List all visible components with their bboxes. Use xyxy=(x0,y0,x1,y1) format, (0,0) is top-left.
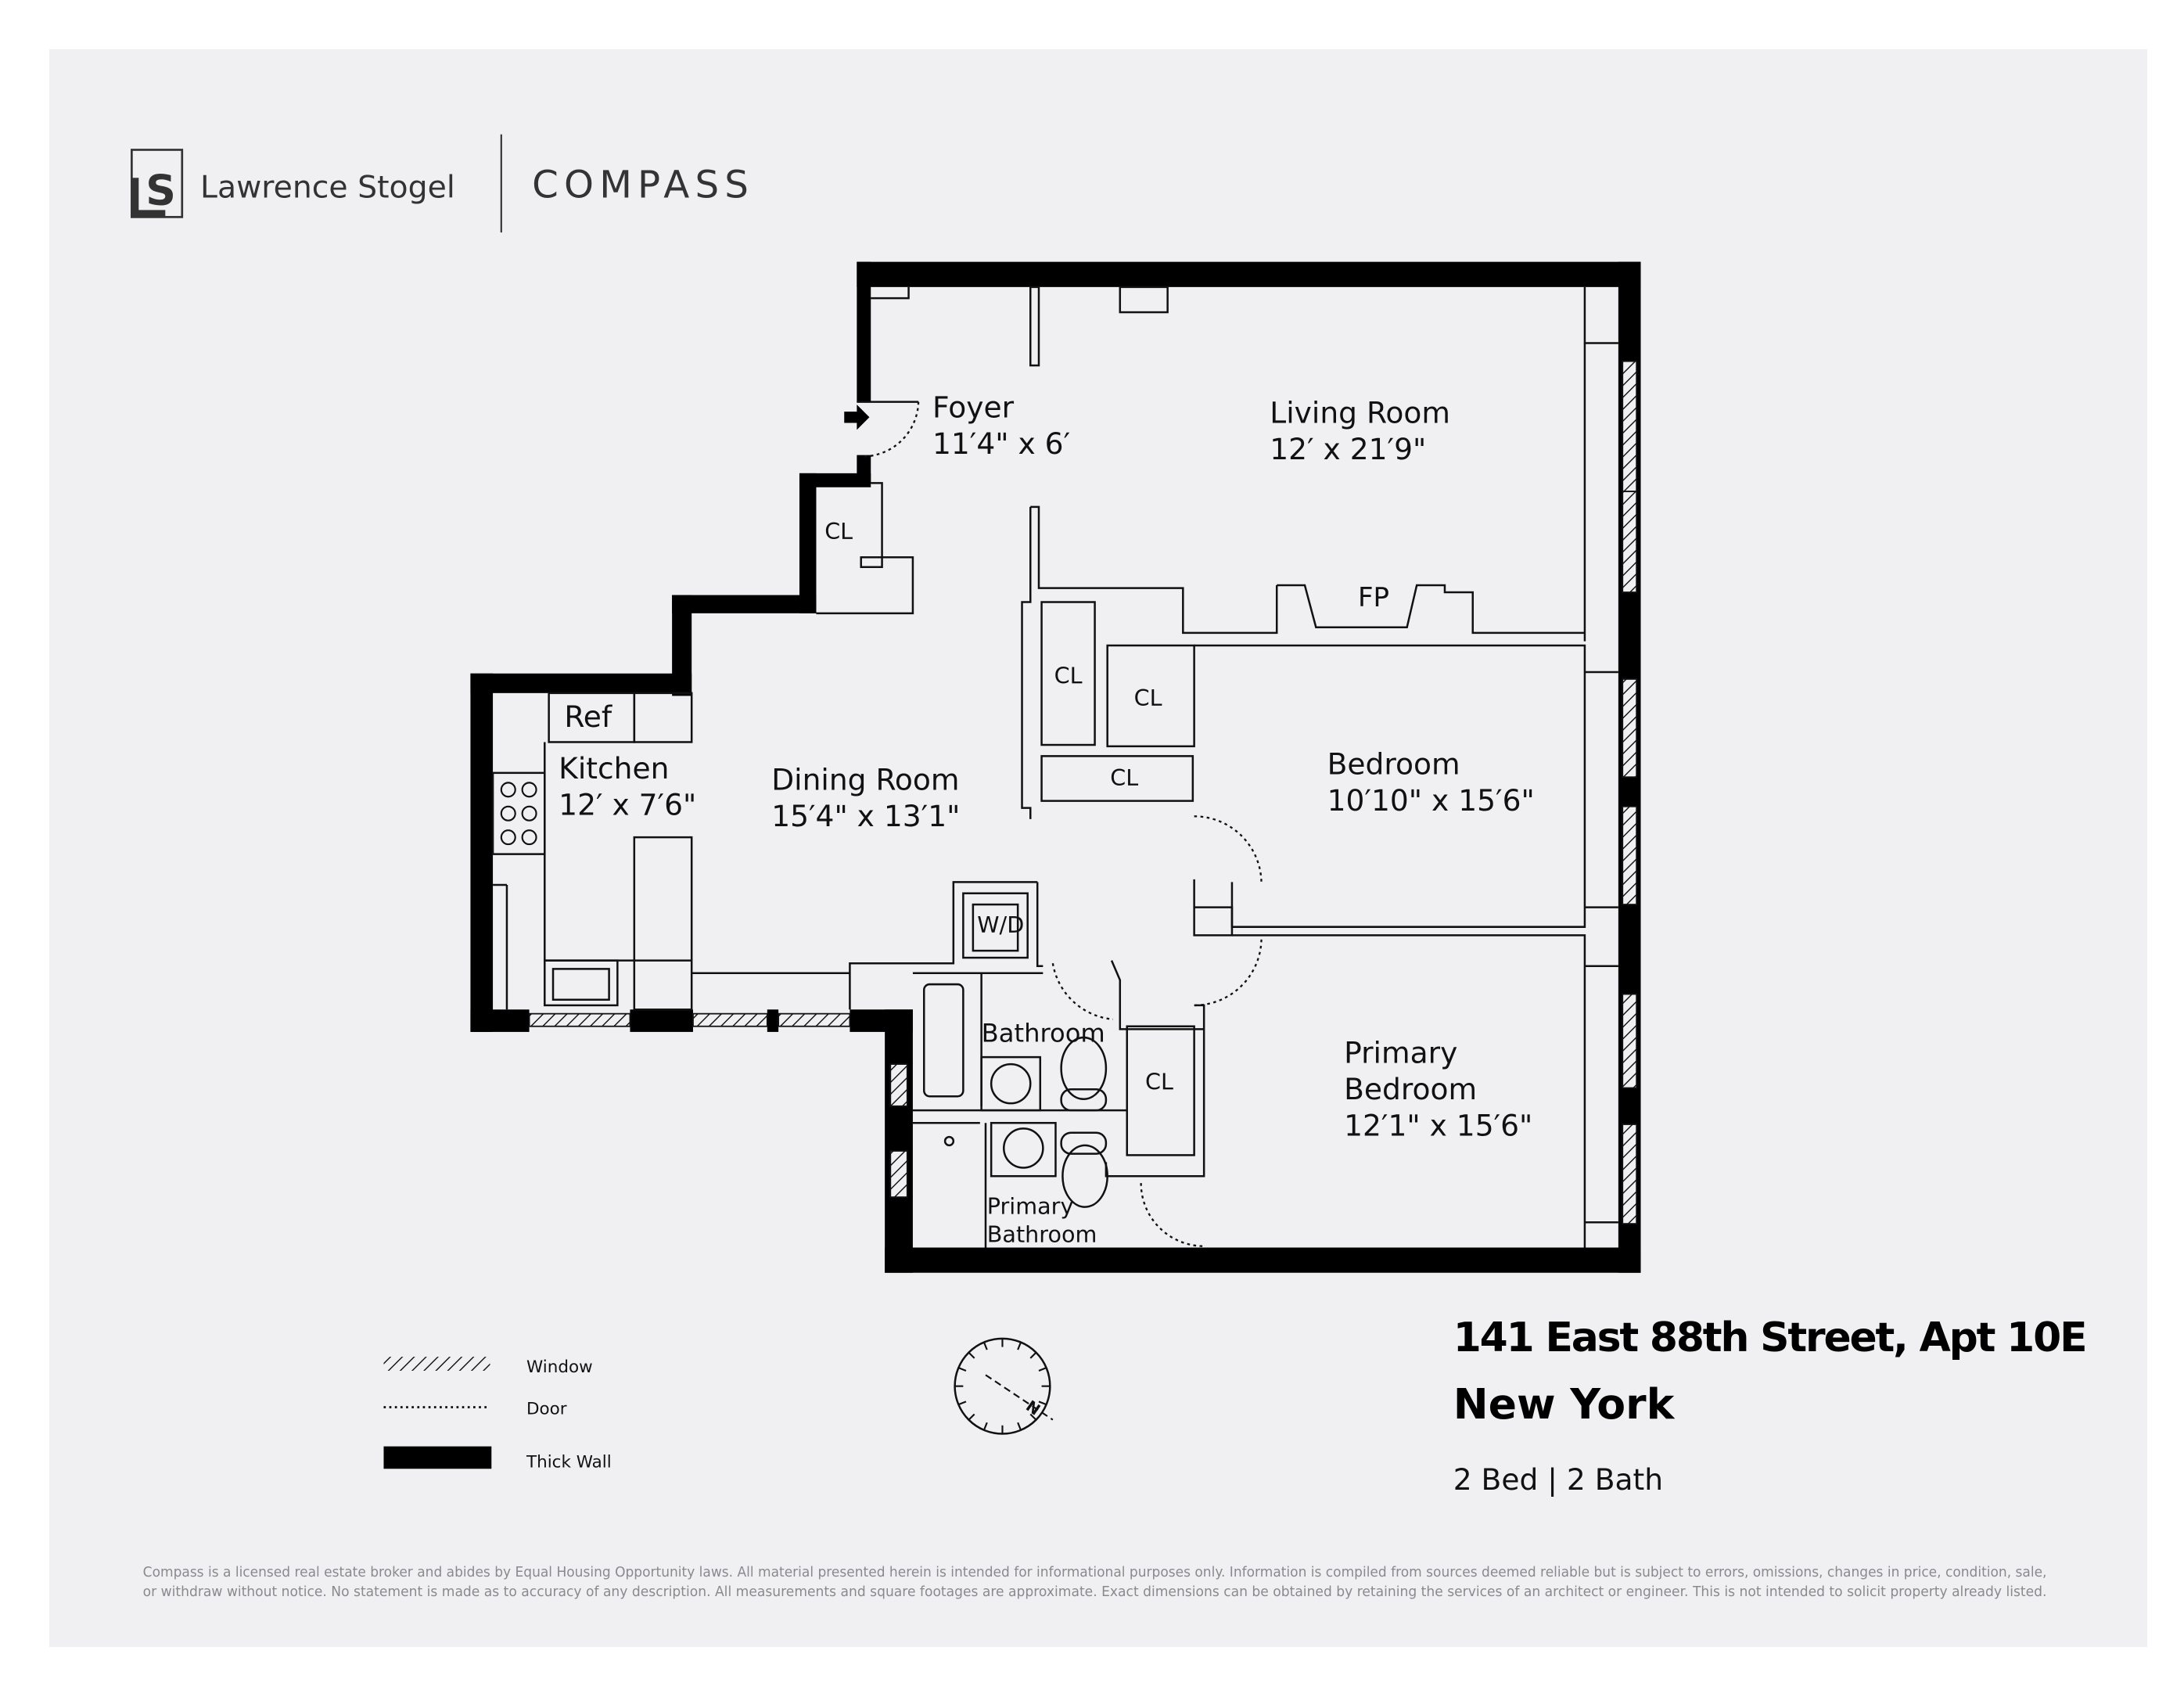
room-name-line2: Bathroom xyxy=(987,1221,1097,1247)
thick-wall-symbol-icon xyxy=(383,1446,492,1469)
room-primary-bathroom: Primary Bathroom xyxy=(987,1193,1097,1248)
room-dimensions: 12′ x 21′9" xyxy=(1270,432,1426,466)
compass-rose-icon: N xyxy=(954,1337,1054,1435)
interior-lines xyxy=(491,286,1618,1248)
listing-city: New York xyxy=(1453,1379,1676,1429)
room-dimensions: 10′10" x 15′6" xyxy=(1327,783,1535,818)
agent-logo: S Lawrence Stogel xyxy=(131,149,455,218)
room-dimensions: 15′4" x 13′1" xyxy=(771,799,960,833)
disclaimer: Compass is a licensed real estate broker… xyxy=(143,1564,2047,1600)
room-dimensions: 12′1" x 15′6" xyxy=(1344,1108,1532,1142)
room-dimensions: 12′ x 7′6" xyxy=(559,788,696,822)
window-symbol-icon xyxy=(383,1357,490,1371)
room-bathroom: Bathroom xyxy=(982,1018,1105,1048)
ls-monogram-icon: S xyxy=(131,149,184,218)
floorplan-sheet xyxy=(49,49,2147,1647)
room-name-line2: Bedroom xyxy=(1344,1072,1477,1106)
closet-label: CL xyxy=(824,518,853,545)
svg-text:S: S xyxy=(145,165,176,214)
room-name: Kitchen xyxy=(559,751,669,786)
disclaimer-line-2: or withdraw without notice. No statement… xyxy=(143,1584,2047,1600)
closet-label: CL xyxy=(1110,764,1138,791)
room-foyer: Foyer 11′4" x 6′ xyxy=(932,390,1070,461)
agent-name: Lawrence Stogel xyxy=(200,169,455,205)
listing-bed-bath: 2 Bed | 2 Bath xyxy=(1453,1462,1663,1498)
windows xyxy=(528,360,1638,1224)
listing-address: 141 East 88th Street, Apt 10E xyxy=(1453,1314,2086,1361)
room-name-line1: Primary xyxy=(1344,1035,1457,1070)
legend-item-thick-wall: Thick Wall xyxy=(383,1446,612,1472)
room-name-line1: Primary xyxy=(987,1193,1074,1220)
room-name: Bathroom xyxy=(982,1018,1105,1048)
legend-label: Thick Wall xyxy=(526,1452,612,1472)
room-kitchen: Kitchen 12′ x 7′6" xyxy=(559,751,696,822)
stove-icon xyxy=(500,782,537,846)
closet-label: CL xyxy=(1054,662,1083,689)
closet-label: CL xyxy=(1134,685,1162,711)
room-primary-bedroom: Primary Bedroom 12′1" x 15′6" xyxy=(1344,1035,1532,1142)
listing-info: 141 East 88th Street, Apt 10E New York 2… xyxy=(1453,1314,2088,1498)
legend-item-window: Window xyxy=(383,1357,593,1377)
doors xyxy=(864,401,1263,1247)
room-name: Living Room xyxy=(1270,395,1450,430)
refrigerator-label: Ref xyxy=(564,699,612,734)
room-name: Foyer xyxy=(932,390,1015,424)
room-name: Bedroom xyxy=(1327,747,1460,782)
disclaimer-line-1: Compass is a licensed real estate broker… xyxy=(143,1564,2047,1580)
legend-item-door: Door xyxy=(383,1399,567,1419)
legend-label: Window xyxy=(526,1357,593,1377)
room-dining-room: Dining Room 15′4" x 13′1" xyxy=(771,762,960,833)
compass-logo: COMPASS xyxy=(532,163,754,207)
room-living-room: Living Room 12′ x 21′9" xyxy=(1270,395,1450,466)
washer-dryer-label: W/D xyxy=(977,912,1024,938)
fireplace-label: FP xyxy=(1358,582,1389,613)
closet-label: CL xyxy=(1145,1068,1173,1095)
room-name: Dining Room xyxy=(771,762,959,796)
legend: Window Door Thick Wall xyxy=(383,1357,612,1472)
legend-label: Door xyxy=(526,1399,567,1419)
entry-arrow-icon xyxy=(844,405,870,430)
room-bedroom: Bedroom 10′10" x 15′6" xyxy=(1327,747,1535,818)
room-dimensions: 11′4" x 6′ xyxy=(932,426,1070,461)
